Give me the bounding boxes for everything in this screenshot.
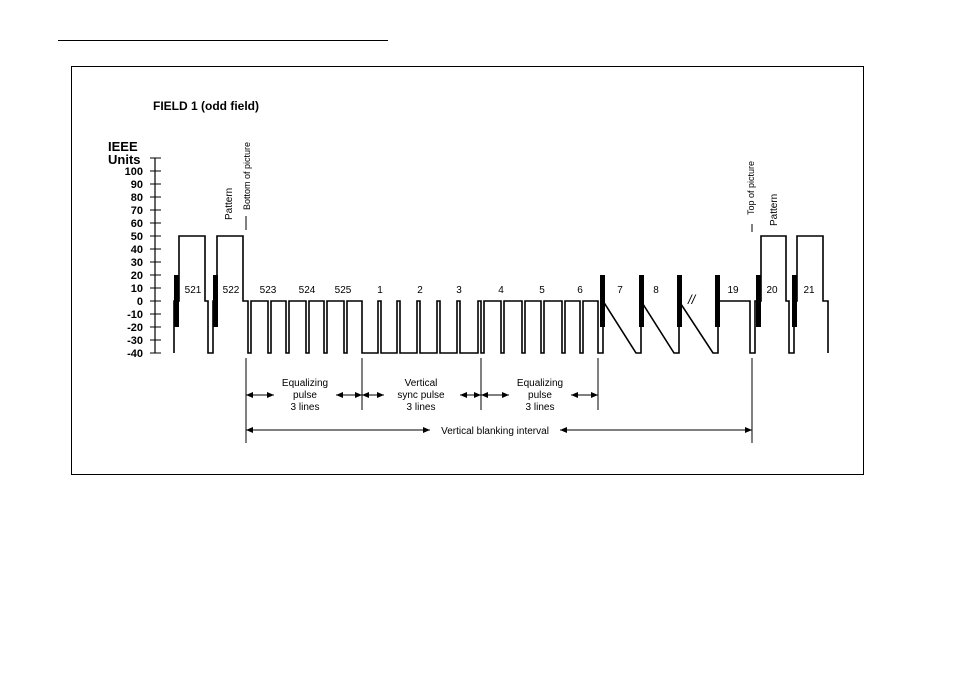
- line-number-label: 4: [498, 285, 504, 296]
- axis-label-line2: Units: [108, 152, 141, 167]
- equalizing1-line1: Equalizing: [282, 378, 328, 389]
- y-axis-tick-label: -30: [127, 335, 143, 347]
- burst-bar: [600, 275, 605, 327]
- vertical-sync-arrow-left-head-left: [362, 392, 369, 398]
- vertical-sync-arrow-right-head-left: [460, 392, 467, 398]
- burst-bar: [756, 275, 761, 327]
- line-number-label: 21: [803, 285, 815, 296]
- blanking-arrow-right-head-right: [745, 427, 752, 433]
- line-number-label: 523: [260, 285, 277, 296]
- line-number-labels: 521 522 523 524 525 1 2 3 4 5 6 7 8 19 20 21: [185, 285, 815, 296]
- bottom-of-picture-label: Bottom of picture: [242, 142, 252, 210]
- line-number-label: 522: [223, 285, 240, 296]
- equalizing2-arrow-left-head-left: [481, 392, 488, 398]
- interval-markers: [245, 358, 753, 443]
- figure-frame: [71, 66, 864, 475]
- pattern-left-label: Pattern: [224, 188, 235, 220]
- y-axis-tick-label: -40: [127, 348, 143, 360]
- axis-label-line1: IEEE: [108, 139, 138, 154]
- vertical-sync-line3: 3 lines: [407, 402, 436, 413]
- burst-bar: [677, 275, 682, 327]
- blanking-arrow-left-head-left: [246, 427, 253, 433]
- break-gap: [684, 294, 702, 305]
- equalizing2-line3: 3 lines: [526, 402, 555, 413]
- equalizing1-arrow-right-head-right: [355, 392, 362, 398]
- line-number-label: 20: [766, 285, 778, 296]
- y-axis-tick-label: 30: [131, 257, 143, 269]
- line-number-label: 524: [299, 285, 316, 296]
- line-number-label: 7: [617, 285, 623, 296]
- y-axis-tick-label: -10: [127, 309, 143, 321]
- vertical-sync-arrow-right-head-right: [474, 392, 481, 398]
- equalizing1-arrow-left-head-left: [246, 392, 253, 398]
- line-number-label: 19: [727, 285, 739, 296]
- equalizing1-arrow-left-head-right: [267, 392, 274, 398]
- y-axis-tick-label: 90: [131, 179, 143, 191]
- vertical-sync-line1: Vertical: [405, 378, 438, 389]
- line-number-label: 6: [577, 285, 583, 296]
- break-mark: //: [687, 292, 697, 307]
- equalizing1-line2: pulse: [293, 390, 317, 401]
- burst-bar: [213, 275, 218, 327]
- equalizing2-line2: pulse: [528, 390, 552, 401]
- y-axis-tick-label: 40: [131, 244, 143, 256]
- blanking-arrow-left-head-right: [423, 427, 430, 433]
- y-axis-tick-label: 70: [131, 205, 143, 217]
- y-axis-tick-label: 0: [137, 296, 143, 308]
- equalizing2-arrow-right-head-left: [571, 392, 578, 398]
- top-of-picture-label: Top of picture: [746, 161, 756, 215]
- y-axis-tick-label: 10: [131, 283, 143, 295]
- equalizing2-line1: Equalizing: [517, 378, 563, 389]
- equalizing2-arrow-right-head-right: [591, 392, 598, 398]
- header-rule: [58, 40, 388, 41]
- figure-title: FIELD 1 (odd field): [153, 99, 259, 113]
- vertical-sync-arrow-left-head-right: [377, 392, 384, 398]
- equalizing1-line3: 3 lines: [291, 402, 320, 413]
- y-axis-tick-label: 100: [125, 166, 143, 178]
- line-number-label: 2: [417, 285, 423, 296]
- blanking-arrow-right-head-left: [560, 427, 567, 433]
- vertical-blanking-label: Vertical blanking interval: [441, 426, 549, 437]
- vertical-sync-line2: sync pulse: [397, 390, 445, 401]
- burst-bar: [639, 275, 644, 327]
- y-axis-tick-label: 80: [131, 192, 143, 204]
- y-axis-tick-label: 60: [131, 218, 143, 230]
- burst-bar: [715, 275, 720, 327]
- line-number-label: 8: [653, 285, 659, 296]
- pattern-right-label: Pattern: [769, 194, 780, 226]
- burst-bar: [174, 275, 179, 327]
- color-burst-bars: [174, 275, 797, 327]
- equalizing2-arrow-left-head-right: [502, 392, 509, 398]
- equalizing1-arrow-right-head-left: [336, 392, 343, 398]
- line-number-label: 5: [539, 285, 545, 296]
- y-axis-tick-label: 50: [131, 231, 143, 243]
- y-axis-tick-label: 20: [131, 270, 143, 282]
- line-number-label: 1: [377, 285, 383, 296]
- line-number-label: 3: [456, 285, 462, 296]
- line-number-label: 521: [185, 285, 202, 296]
- y-axis-tick-label: -20: [127, 322, 143, 334]
- line-number-label: 525: [335, 285, 352, 296]
- waveform-trace: [173, 235, 829, 354]
- burst-bar: [792, 275, 797, 327]
- sync-waveform: [173, 235, 829, 354]
